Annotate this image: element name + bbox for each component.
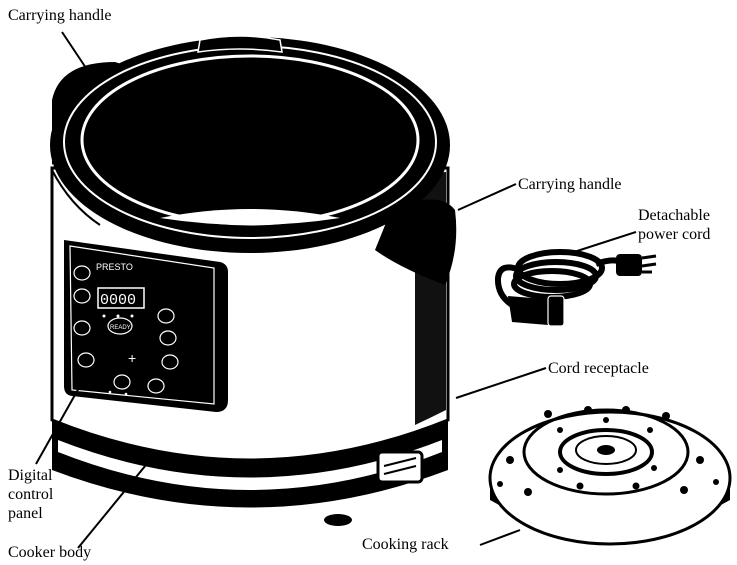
leader-lines [35, 31, 637, 549]
panel-display-digits: 0000 [100, 292, 136, 309]
digital-control-panel: PRESTO 0000 READY + [64, 240, 228, 412]
panel-display-frame [97, 287, 145, 309]
leader-handle-right [457, 183, 517, 211]
cooking-rack [488, 406, 732, 546]
leader-power-cord [573, 231, 637, 253]
label-digital-control-panel: Digital control panel [8, 466, 53, 523]
panel-ready-label: READY [110, 325, 131, 331]
detachable-power-cord [494, 249, 657, 327]
leader-cooking-rack [479, 529, 521, 546]
label-cord-receptacle: Cord receptacle [548, 360, 649, 377]
label-cooking-rack: Cooking rack [362, 536, 449, 553]
panel-ready-button [107, 317, 133, 335]
label-control-panel-line-3: panel [8, 505, 43, 522]
cooker-rim [50, 35, 457, 285]
panel-brand: PRESTO [96, 262, 133, 272]
cord-receptacle-socket [376, 450, 424, 484]
leader-control-panel [35, 385, 81, 465]
leader-cord-receptacle [455, 367, 547, 399]
label-detachable-power-cord: Detachable power cord [638, 206, 710, 244]
label-control-panel-line-1: Digital [8, 467, 53, 484]
panel-buttons [73, 265, 179, 394]
leader-handle-left [61, 31, 87, 69]
label-cooker-body: Cooker body [8, 544, 92, 561]
leader-cooker-body [77, 459, 151, 549]
label-carrying-handle-right: Carrying handle [518, 176, 622, 193]
label-power-cord-line-1: Detachable [638, 207, 710, 224]
label-power-cord-line-2: power cord [638, 226, 711, 243]
label-carrying-handle-left: Carrying handle [8, 7, 112, 24]
label-control-panel-line-2: control [8, 486, 54, 503]
panel-plus-glyph: + [128, 350, 136, 366]
cooker-body [50, 166, 450, 526]
